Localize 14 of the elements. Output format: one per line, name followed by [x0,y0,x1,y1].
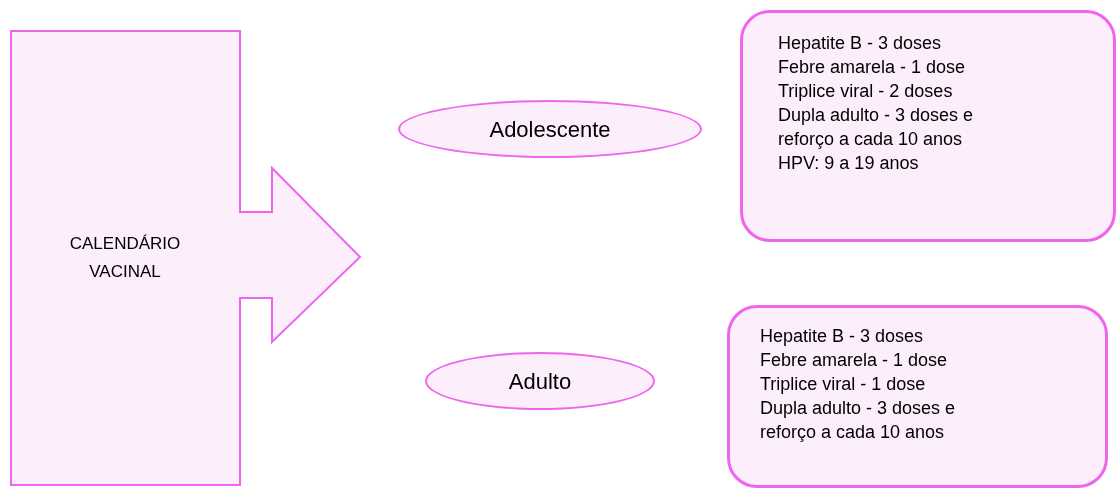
node-label: Adolescente [489,115,611,144]
list-item: HPV: 9 a 19 anos [778,152,920,175]
list-item: Triplice viral - 1 dose [760,373,927,396]
list-item: Dupla adulto - 3 doses e reforço a cada 10 anos [760,397,957,444]
node-label: Adulto [508,367,572,396]
list-item: Febre amarela - 1 dose [778,56,967,79]
list-item: Hepatite B - 3 doses [778,32,943,55]
rounded-box [727,305,1108,488]
list-item: Febre amarela - 1 dose [760,349,949,372]
list-item: Dupla adulto - 3 doses e reforço a cada 10 anos [778,104,975,151]
list-item: Hepatite B - 3 doses [760,325,925,348]
list-item: Triplice viral - 2 doses [778,80,954,103]
node-label: CALENDÁRIO VACINAL [68,233,182,283]
rounded-box [740,10,1116,242]
